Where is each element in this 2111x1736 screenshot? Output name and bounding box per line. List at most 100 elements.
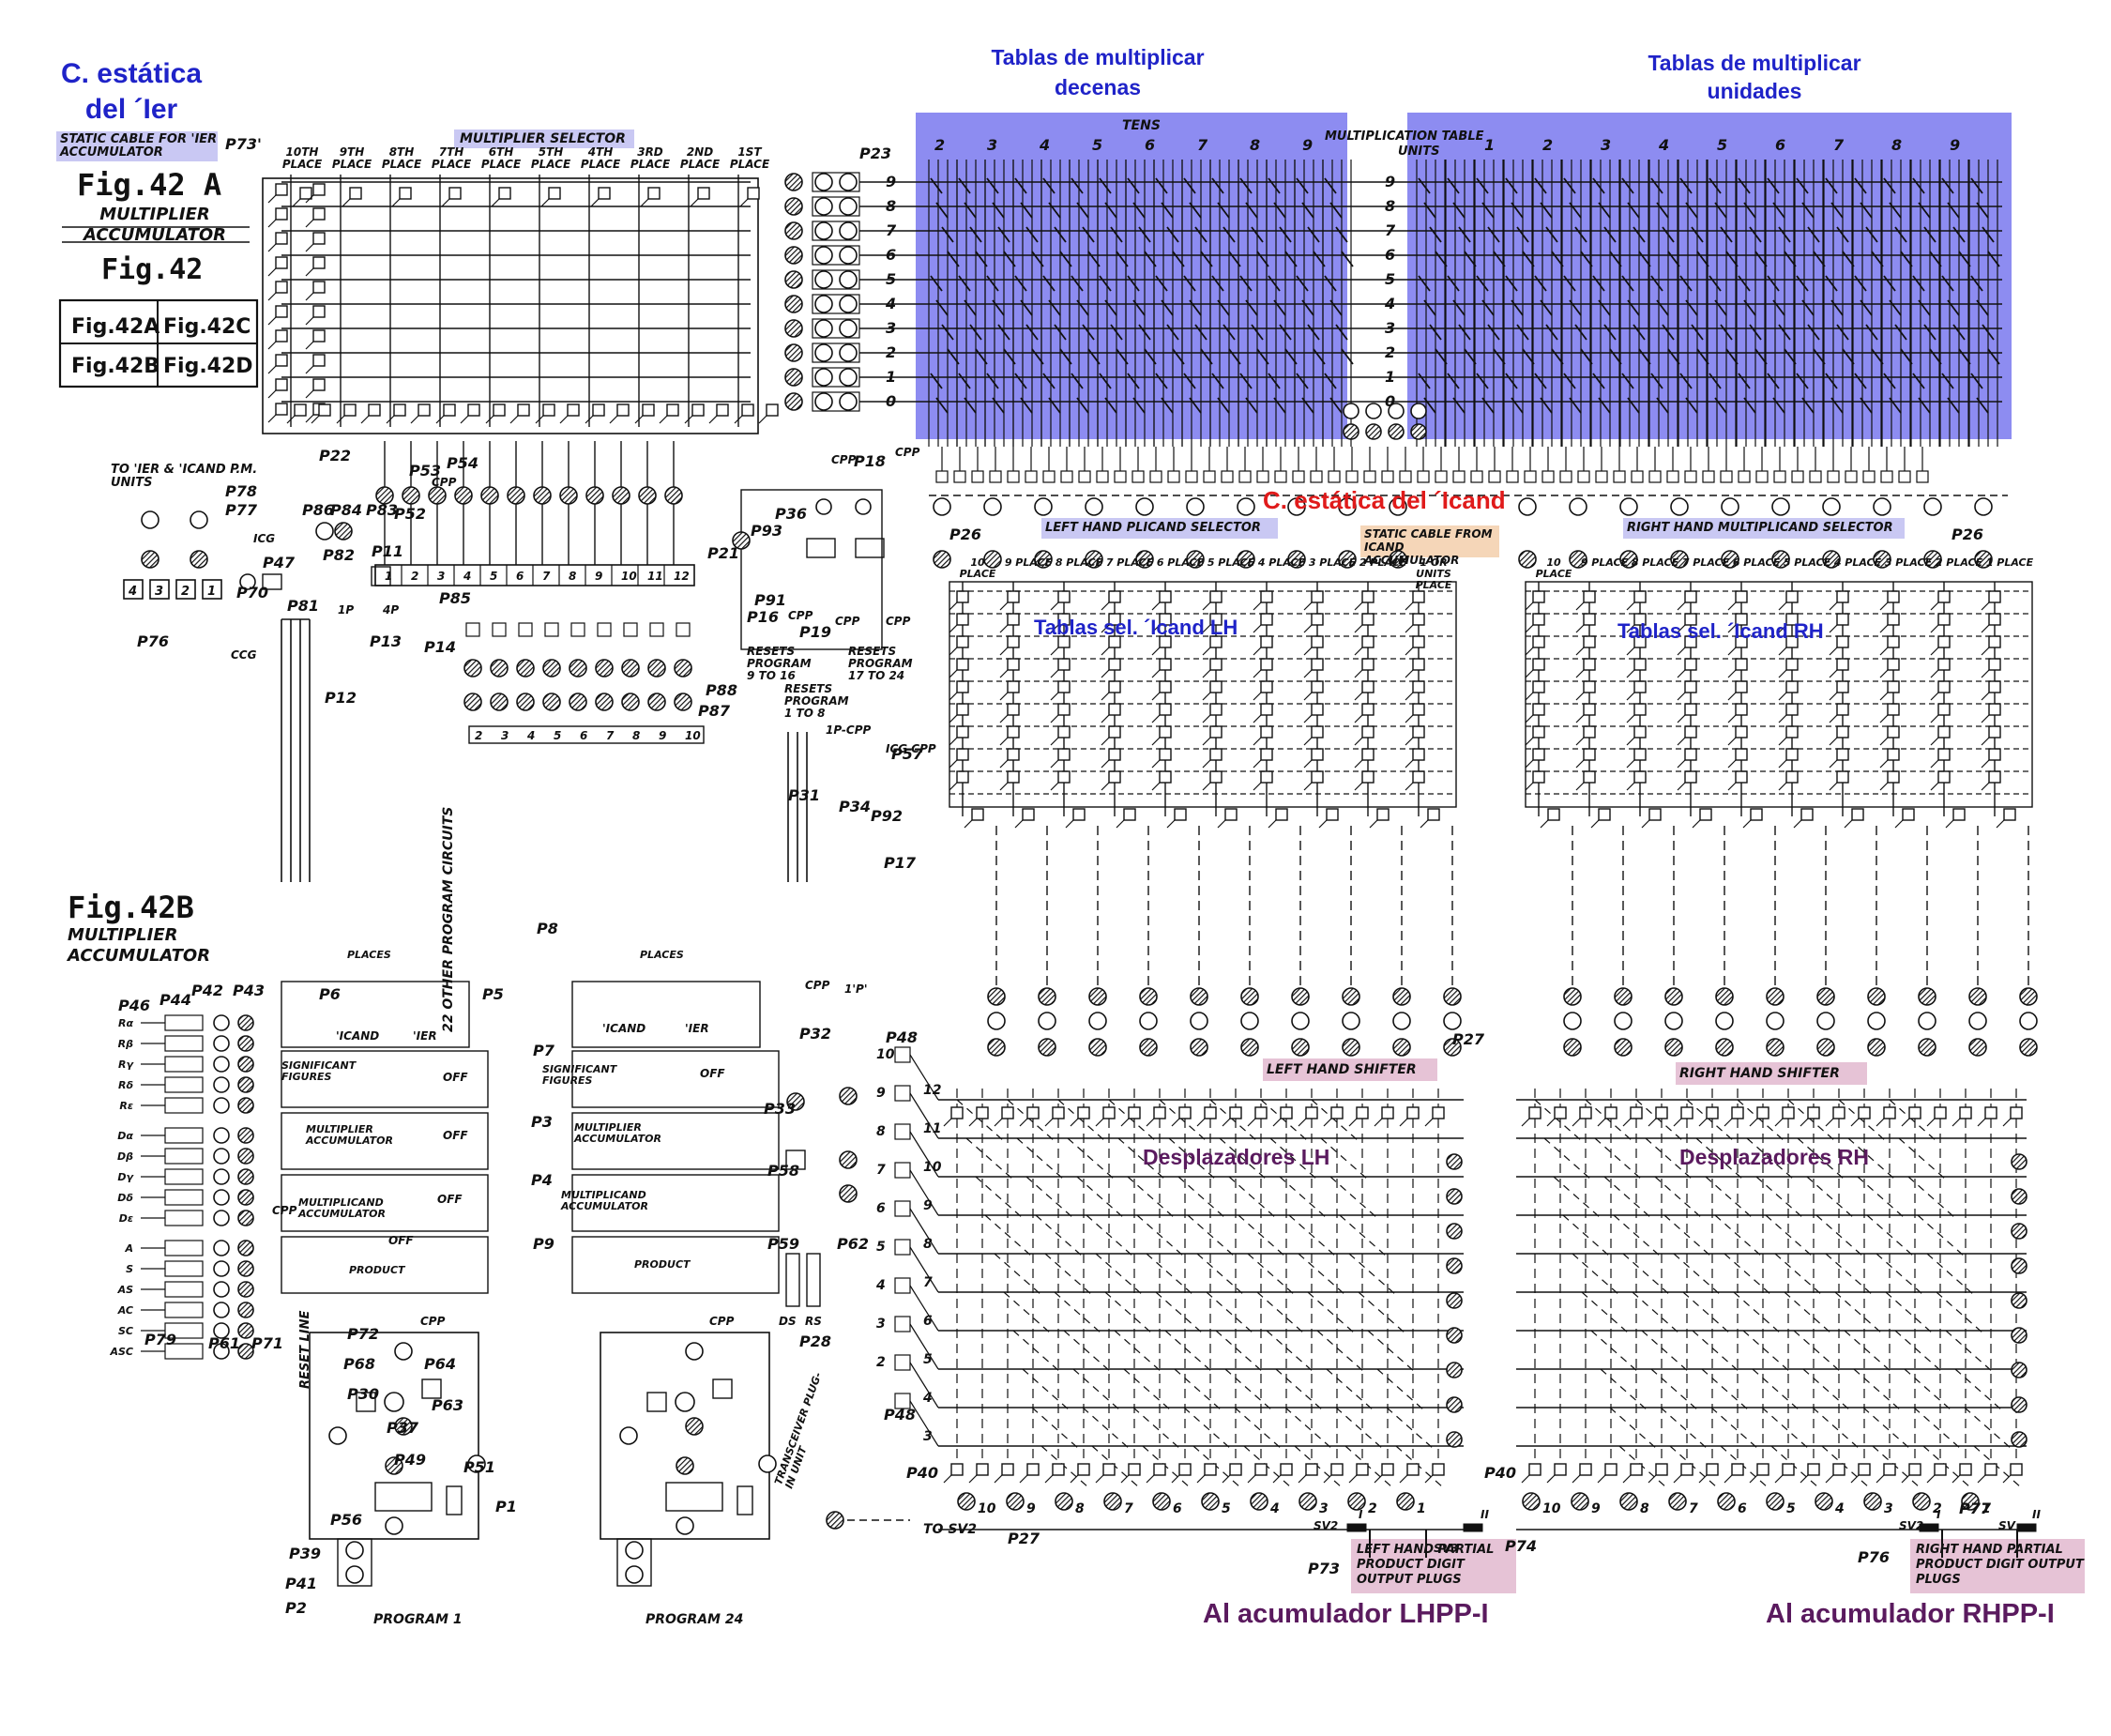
table-diode (1239, 177, 1253, 194)
lh-shifter-bottom-relay (1204, 1463, 1217, 1476)
place-header: 9TH PLACE (331, 145, 372, 171)
rh-selector-hatched (1518, 550, 1537, 569)
program-digit: 6 (580, 729, 587, 742)
table-diode (1217, 397, 1230, 414)
rh-selector-place: 2 PLACE (1935, 556, 1983, 569)
lh-multiplicand-selector-relay (1260, 658, 1273, 671)
plug-label-p48b: P48 (884, 1406, 916, 1424)
wire (1575, 602, 1585, 611)
rh-shifter-top-relay (1604, 1106, 1617, 1119)
lh-shifter-out (1446, 1188, 1463, 1205)
shifter-diagonal (1269, 1137, 1318, 1180)
lh-output-plug (1347, 1492, 1366, 1511)
shifter-row-number: 4 (922, 1391, 933, 1406)
program-digit: 8 (632, 729, 640, 742)
shifter-diagonal (1793, 1330, 1842, 1373)
lh-multiplicand-selector-relay (1412, 658, 1425, 671)
table-diode (1842, 348, 1855, 365)
wire (1626, 624, 1635, 633)
units-label: UNITS (1398, 145, 1440, 159)
table-diode (1952, 324, 1966, 341)
lh-multiplicand-selector-relay (1260, 680, 1273, 693)
lh-selector-place: 3 PLACE (1308, 556, 1357, 569)
wire (1981, 669, 1990, 678)
program-1-p49-plug (385, 1456, 403, 1475)
table-diode (1251, 324, 1264, 341)
rh-selector-place: 9 PLACE (1580, 556, 1629, 569)
counter-hatched (507, 486, 525, 505)
multiplier-accumulator-left: MULTIPLIER ACCUMULATOR (306, 1123, 393, 1147)
ier-side-hatched (237, 1240, 254, 1256)
misc-label: 1'P' (844, 982, 868, 996)
rh-multiplicand-selector-relay (1937, 635, 1951, 648)
digit-row-label: 3 (886, 319, 896, 337)
plug-label-p4: P4 (531, 1171, 553, 1189)
shifter-input-hatched (1664, 987, 1683, 1006)
shifter-diagonal (1196, 1253, 1245, 1296)
program-24-multiplier-block (571, 1112, 780, 1170)
shifter-diagonal (1812, 1407, 1860, 1450)
icand-relay (1613, 470, 1626, 483)
lh-output-plug (1006, 1492, 1025, 1511)
shifter-diagonal (1695, 1137, 1744, 1180)
shifter-diagonal (1168, 1137, 1217, 1180)
wire (999, 624, 1009, 633)
wire (1641, 819, 1650, 829)
p39-p41-housing (337, 1538, 372, 1587)
shifter-diagonal (1954, 1368, 2003, 1411)
table-diode (1662, 226, 1675, 243)
selector-row-relay (275, 305, 288, 318)
wire (909, 1208, 939, 1255)
lh-selector-hatched (1389, 550, 1407, 569)
wire (1151, 759, 1161, 769)
lh-multiplicand-selector-relay (1108, 748, 1121, 761)
wire (1272, 1474, 1282, 1484)
rh-multiplicand-selector-out-relay (1750, 808, 1763, 821)
selector-row-relay (312, 305, 326, 318)
table-diode (1110, 324, 1123, 341)
wire (1677, 737, 1686, 746)
rh-selector-place: 6 PLACE (1732, 556, 1781, 569)
wire (267, 243, 277, 252)
rh-multiplicand-selector-relay (1836, 658, 1849, 671)
table-diode (1772, 299, 1785, 316)
rh-shifter-top-relay (1934, 1106, 1947, 1119)
multiplicand-accumulator-left: MULTIPLICAND ACCUMULATOR (298, 1196, 386, 1220)
rh-selector-place: 5 PLACE (1783, 556, 1831, 569)
rh-multiplicand-selector-relay (1735, 658, 1748, 671)
wire (1590, 819, 1600, 829)
table-diode (997, 226, 1010, 243)
table-diode (1801, 397, 1815, 414)
ier-side-row-label: Dγ (117, 1171, 134, 1183)
shifter-diagonal (1705, 1176, 1754, 1219)
wire (994, 1474, 1003, 1484)
program-hatched (647, 693, 666, 711)
plug-label-p86: P86 (302, 501, 334, 519)
misc-label: II (1481, 1508, 1489, 1521)
shifter-diagonal (1316, 1330, 1365, 1373)
selector-relay (299, 187, 312, 200)
shifter-row-number: 7 (923, 1275, 933, 1290)
rh-multiplicand-selector-relay (1532, 680, 1545, 693)
shifter-diagonal (1132, 1407, 1181, 1450)
shifter-diagonal (1164, 1330, 1213, 1373)
wire (949, 669, 958, 678)
table-diode (992, 299, 1005, 316)
lh-shifter-bottom-relay (1077, 1463, 1090, 1476)
lh-selector-plug (1389, 497, 1407, 516)
misc-label: II (2032, 1508, 2041, 1521)
lh-shifter-top-relay (1381, 1106, 1394, 1119)
wire (1952, 1474, 1961, 1484)
selector-row-relay (312, 354, 326, 367)
shifter-diagonal (1234, 1407, 1283, 1450)
p48-relay (894, 1239, 911, 1256)
ier-side-plug (213, 1127, 230, 1144)
icand-relay (1025, 470, 1038, 483)
table-diode (1609, 251, 1622, 267)
program-1-p63-plug (394, 1417, 413, 1436)
table-diode (1099, 373, 1112, 389)
digit-row-label: 6 (1385, 246, 1395, 264)
wire (1253, 782, 1262, 791)
rh-shifter-top-relay (1680, 1106, 1693, 1119)
lh-shifter-out (1446, 1362, 1463, 1378)
